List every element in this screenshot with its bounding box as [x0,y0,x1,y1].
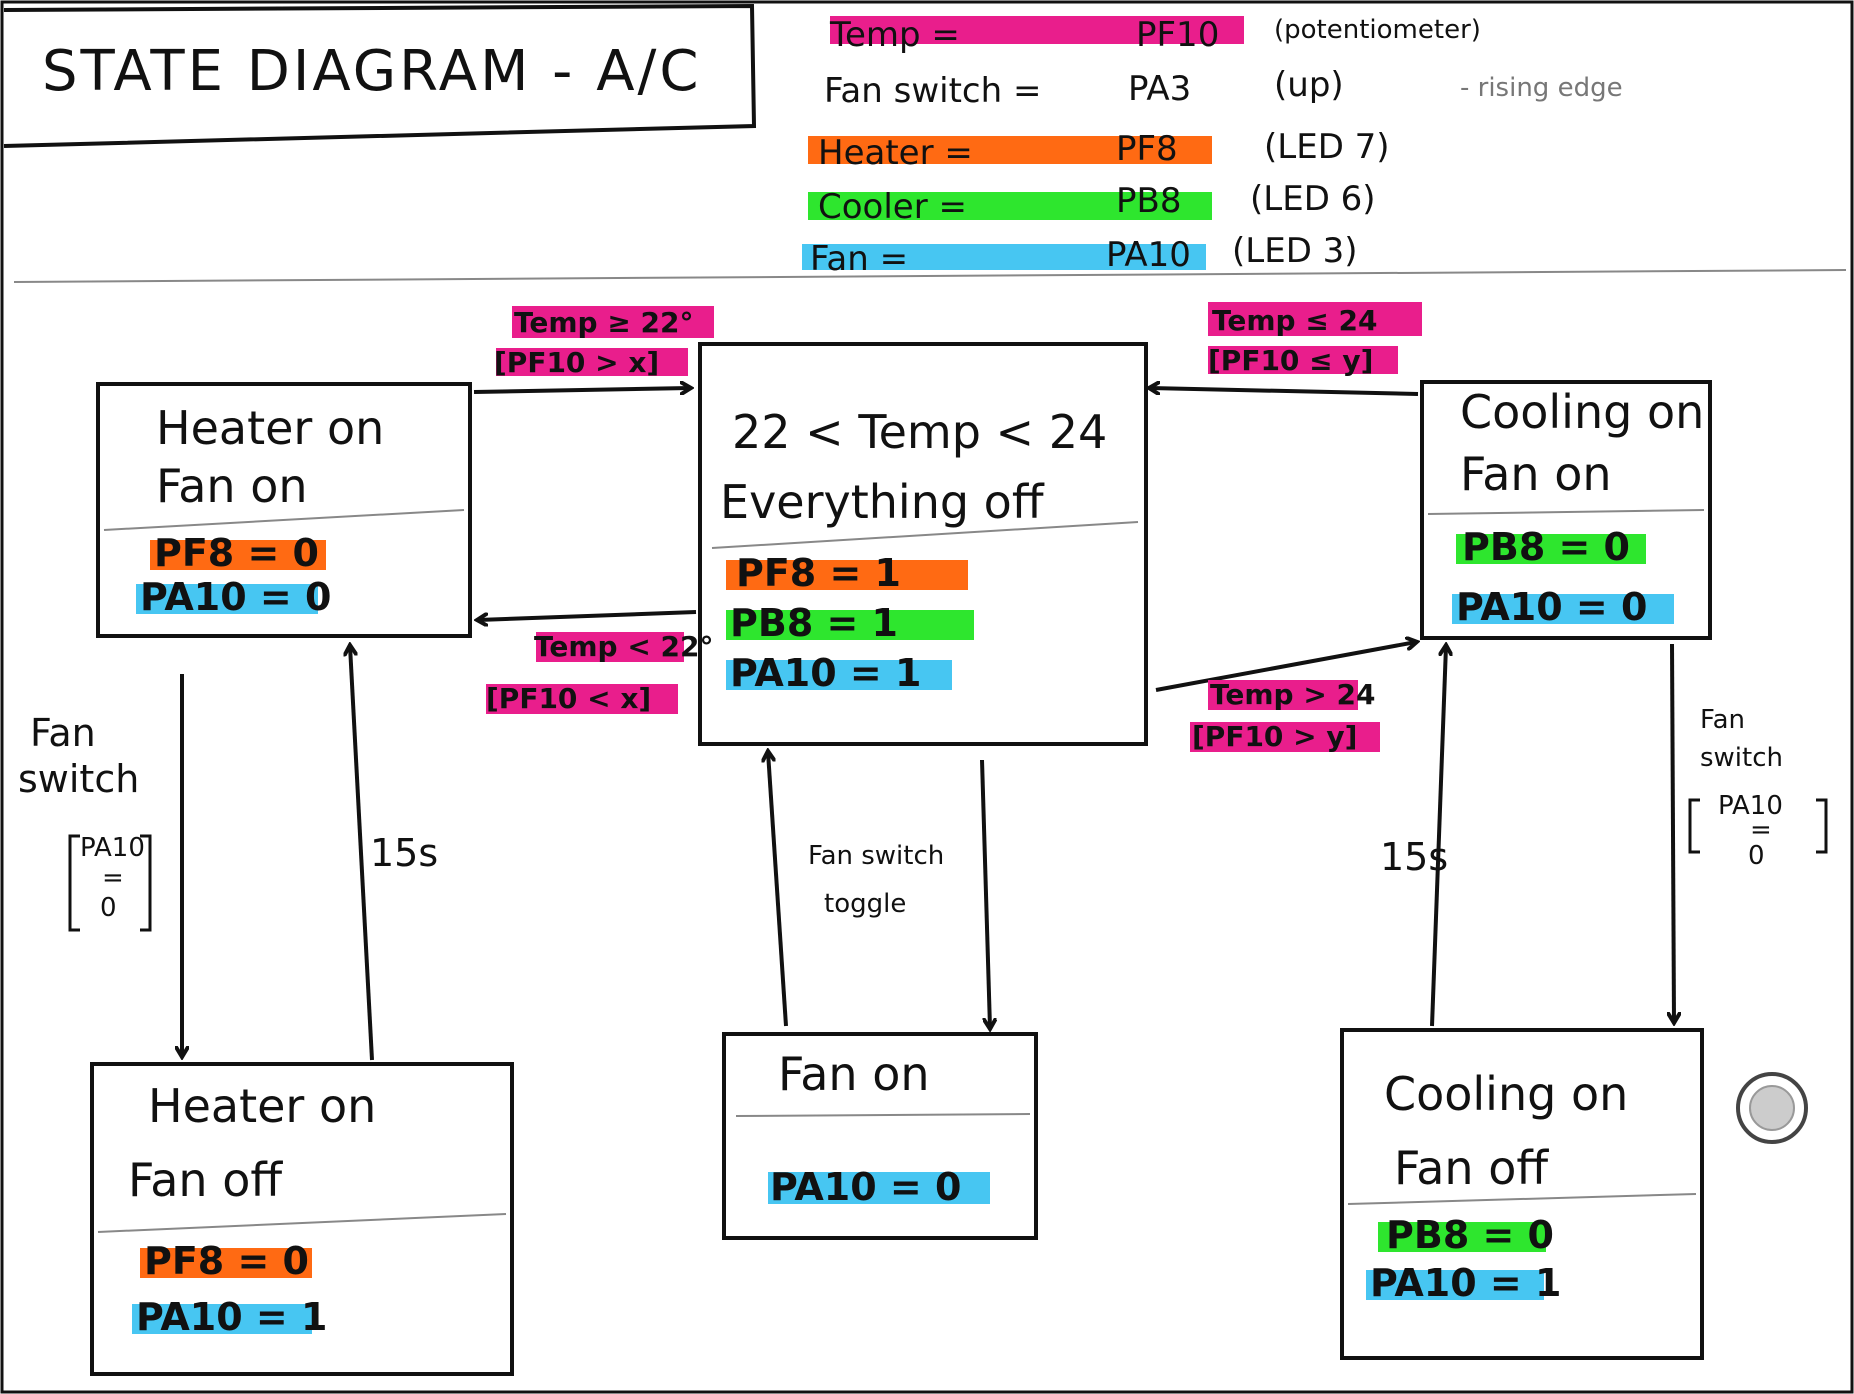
rising-edge-note: - rising edge [1460,73,1623,103]
pin-legend: Temp = PF10 (potentiometer) Fan switch =… [802,15,1623,279]
assignment-cooler: PB8 = 0 [1386,1213,1554,1257]
state-title-line1: 22 < Temp < 24 [732,405,1107,459]
section-divider [13,269,1847,283]
legend-highlight-heater [808,136,1212,164]
transition-idle-to-heat: Temp < 22° [PF10 < x] [478,610,714,715]
transition-cool-timer: 15s [1380,646,1448,1027]
legend-highlight-temp [830,16,1244,44]
floating-circle-button[interactable] [1736,1072,1808,1144]
state-title-line1: Fan on [778,1047,930,1101]
legend-pin-cooler: PB8 [1116,181,1181,221]
legend-highlight-fan [802,244,1206,270]
state-cooling-fan-off: Cooling on Fan off PB8 = 0 PA10 = 1 [1340,1028,1704,1360]
assignment-fan: PA10 = 0 [770,1165,961,1209]
transition-label: toggle [824,889,906,919]
transition-cool-fan-switch: Fan switch PA10 = 0 [1672,643,1828,1022]
legend-note-fan: (LED 3) [1232,231,1358,271]
legend-highlight-cooler [808,192,1212,220]
transition-guard: = [102,863,124,893]
transition-guard: 0 [100,893,117,923]
transition-heat-fan-switch: Fan switch PA10 = 0 [18,674,182,1056]
transition-heat-to-idle: Temp ≥ 22° [PF10 > x] [473,306,714,392]
state-fan-on: Fan on PA10 = 0 [722,1032,1038,1240]
assignment-fan: PA10 = 1 [136,1295,327,1339]
state-title-line2: Fan off [1394,1141,1549,1195]
transition-label: Fan [30,711,96,755]
state-title-line2: Fan off [128,1153,283,1207]
state-heater-fan-on: Heater on Fan on PF8 = 0 PA10 = 0 [96,382,472,638]
legend-pin-temp: PF10 [1136,15,1219,55]
legend-note-heater: (LED 7) [1264,127,1390,167]
transition-guard: PA10 [80,833,145,863]
transition-label: 15s [370,831,438,875]
transition-label: switch [18,757,139,801]
transition-label: Temp > 24 [1210,678,1376,711]
transition-guard: [PF10 > x] [494,346,659,379]
legend-name-fan: Fan = [810,239,908,279]
legend-note-fan-switch: (up) [1274,65,1344,105]
transition-idle-fan-toggle: Fan switch toggle [768,752,990,1028]
transition-label: Temp ≥ 22° [514,306,694,339]
transition-cool-to-idle: Temp ≤ 24 [PF10 ≤ y] [1150,302,1422,396]
diagram-title: STATE DIAGRAM - A/C [42,39,701,104]
legend-name-cooler: Cooler = [818,187,967,227]
state-everything-off: 22 < Temp < 24 Everything off PF8 = 1 PB… [698,342,1148,746]
legend-pin-fan: PA10 [1106,235,1191,275]
transition-label: Fan switch [808,841,944,871]
assignment-heater: PF8 = 0 [144,1239,309,1283]
assignment-fan: PA10 = 1 [1370,1261,1561,1305]
assignment-fan: PA10 = 1 [730,651,921,695]
legend-pin-fan-switch: PA3 [1128,69,1191,109]
assignment-cooler: PB8 = 0 [1462,525,1630,569]
transition-guard: = [1750,815,1772,845]
state-heater-fan-off: Heater on Fan off PF8 = 0 PA10 = 1 [90,1062,514,1376]
state-title-line1: Cooling on [1384,1067,1628,1121]
transition-heat-timer: 15s [350,646,438,1061]
state-cooling-fan-on: Cooling on Fan on PB8 = 0 PA10 = 0 [1420,380,1712,640]
state-title-line2: Fan on [156,459,308,513]
assignment-heater: PF8 = 1 [736,551,901,595]
state-title-line1: Cooling on [1460,385,1704,439]
transition-guard: [PF10 > y] [1192,720,1357,753]
assignment-fan: PA10 = 0 [140,575,331,619]
transition-idle-to-cool: Temp > 24 [PF10 > y] [1155,642,1416,753]
legend-pin-heater: PF8 [1116,129,1178,169]
transition-guard: [PF10 ≤ y] [1208,344,1373,377]
state-title-line2: Everything off [720,475,1045,529]
transition-label: Fan [1700,705,1745,735]
transition-label: 15s [1380,835,1448,879]
transition-guard: PA10 [1718,791,1783,821]
assignment-heater: PF8 = 0 [154,531,319,575]
legend-note-temp: (potentiometer) [1274,15,1481,45]
legend-name-heater: Heater = [818,133,973,173]
legend-note-cooler: (LED 6) [1250,179,1376,219]
state-title-line1: Heater on [148,1079,376,1133]
assignment-cooler: PB8 = 1 [730,601,898,645]
transition-label: Temp ≤ 24 [1212,304,1378,337]
state-title-line1: Heater on [156,401,384,455]
transition-label: switch [1700,743,1783,773]
transition-guard: 0 [1748,841,1765,871]
assignment-fan: PA10 = 0 [1456,585,1647,629]
state-title-line2: Fan on [1460,447,1612,501]
transition-label: Temp < 22° [534,630,714,663]
title-block: STATE DIAGRAM - A/C [3,3,757,148]
transition-guard: [PF10 < x] [486,682,651,715]
legend-name-temp: Temp = [829,15,960,55]
legend-name-fan-switch: Fan switch = [824,71,1041,111]
